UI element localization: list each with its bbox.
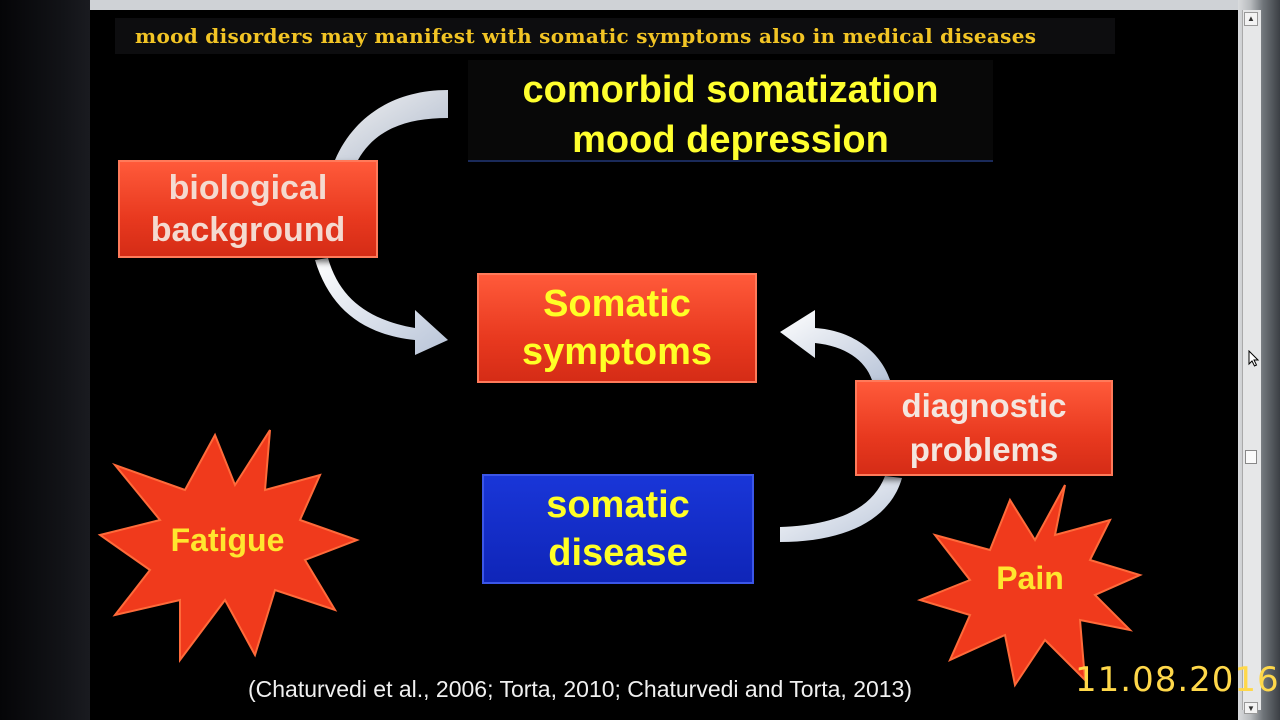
monitor-left-bezel bbox=[0, 0, 90, 720]
arrow-biological-to-somatic bbox=[315, 258, 448, 355]
presentation-slide: mood disorders may manifest with somatic… bbox=[90, 10, 1238, 720]
arrow-disease-to-diagnostic bbox=[780, 476, 902, 542]
somatic-symptoms-box: Somatic symptoms bbox=[477, 273, 757, 383]
mouse-pointer-icon bbox=[1248, 350, 1260, 367]
arrow-diagnostic-to-somatic bbox=[780, 310, 890, 380]
somatic-disease-box: somatic disease bbox=[482, 474, 754, 584]
fatigue-burst-shape bbox=[97, 429, 360, 663]
diagnostic-line2: problems bbox=[909, 431, 1059, 468]
monitor-top-edge bbox=[0, 0, 1280, 12]
scroll-thumb[interactable] bbox=[1245, 450, 1257, 464]
comorbid-line1: comorbid somatization bbox=[522, 69, 939, 111]
comorbid-line2: mood depression bbox=[572, 119, 889, 161]
banner-bar bbox=[115, 18, 1115, 54]
arrow-top-to-biological bbox=[335, 90, 448, 160]
comorbid-box-text: comorbid somatization mood depression bbox=[468, 65, 993, 165]
diagnostic-problems-box: diagnostic problems bbox=[855, 380, 1113, 476]
biological-line2: background bbox=[150, 211, 346, 249]
photo-date-stamp: 11.08.2016 bbox=[1075, 660, 1280, 700]
biological-background-box: biological background bbox=[118, 160, 378, 258]
biological-line1: biological bbox=[168, 169, 328, 207]
somatic-disease-line2: disease bbox=[548, 532, 688, 574]
pain-burst-shape bbox=[916, 484, 1143, 688]
comorbid-box bbox=[468, 60, 993, 162]
scroll-up-button[interactable]: ▲ bbox=[1244, 12, 1258, 26]
pain-label: Pain bbox=[996, 560, 1064, 596]
fatigue-label: Fatigue bbox=[170, 522, 285, 558]
diagnostic-line1: diagnostic bbox=[901, 387, 1067, 424]
slide-banner-title: mood disorders may manifest with somatic… bbox=[135, 24, 1037, 48]
somatic-symptoms-line2: symptoms bbox=[521, 331, 713, 373]
flow-arrows bbox=[315, 90, 902, 542]
citation-text: (Chaturvedi et al., 2006; Torta, 2010; C… bbox=[248, 676, 913, 702]
somatic-disease-line1: somatic bbox=[546, 484, 690, 526]
somatic-symptoms-line1: Somatic bbox=[543, 283, 691, 325]
scroll-down-button[interactable]: ▼ bbox=[1244, 702, 1258, 714]
